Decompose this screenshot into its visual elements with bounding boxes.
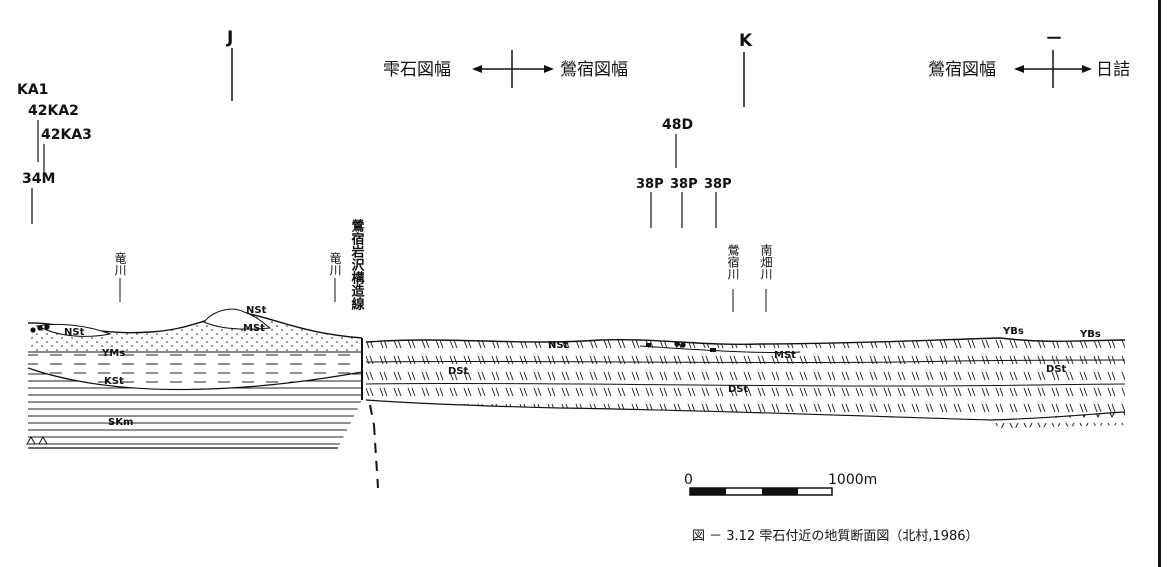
page-edge [1158,0,1161,567]
unit-dst-area [366,338,1125,420]
river-label: 竜川 [113,252,127,276]
unit-label: DSt [448,366,469,377]
scale-end-label: 1000m [828,472,877,488]
figure-caption: 図 － 3.12 雫石付近の地質断面図（北村,1986） [692,529,979,544]
unit-label: NSt [246,305,267,316]
borehole-label: 42KA2 [28,103,79,119]
unit-label: YBs [1079,329,1101,340]
borehole-label: 42KA3 [41,127,92,143]
unit-nst-cap [36,323,112,337]
river-label: 竜川 [328,252,342,276]
map-boundary-arrow-1 [472,50,554,88]
unit-nst-cap [203,308,272,330]
scale-bar: 0 1000m [684,472,877,496]
unit-label: KSt [104,376,124,387]
unit-label: SKm [108,417,133,428]
unit-label: NSt [548,340,569,351]
unit-label: MSt [774,350,796,361]
unit-label: DSt [1046,364,1067,375]
section-marker-j: J [226,28,233,48]
map-boundary-right-label-1: 鶯宿図幅 [560,60,628,80]
right-block [365,337,1126,428]
borehole-label: 38P [704,177,732,192]
unit-label: DSt [728,384,749,395]
fault-line [361,338,379,489]
unit-label: MSt [243,323,265,334]
section-marker-right: ー [1046,29,1062,48]
borehole-dots [30,324,50,333]
map-boundary-right-label-2: 日詰 [1096,60,1130,80]
borehole-dots [646,341,716,352]
borehole-label: 34M [22,171,55,187]
section-marker-k: K [739,31,753,51]
map-boundary-left-label-2: 鶯宿図幅 [928,60,996,80]
triangle-symbols [26,435,48,445]
unit-kst-area [28,352,362,390]
borehole-label: 38P [636,177,664,192]
unit-volcanic-base [990,412,1125,428]
borehole-label: 38P [670,177,698,192]
left-block [26,308,363,449]
unit-label: NSt [64,327,85,338]
unit-label: YMs [101,348,125,359]
scale-start-label: 0 [684,472,693,488]
river-label: 南畑川 [759,243,773,280]
borehole-lines-right [650,192,717,228]
borehole-label: KA1 [17,82,48,98]
map-boundary-left-label-1: 雫石図幅 [383,60,451,80]
unit-label: YBs [1002,326,1024,337]
borehole-label: 48D [662,117,693,133]
borehole-lines-left [31,120,45,224]
unit-skm-area [28,368,362,448]
map-boundary-arrow-2 [1014,50,1092,88]
river-label: 鶯宿川 [726,243,740,280]
unit-labels: NSt NSt MSt YMs KSt SKm NSt MSt DSt DSt … [64,305,1101,428]
fault-label: 鶯宿岩沢構造線 [349,218,366,311]
